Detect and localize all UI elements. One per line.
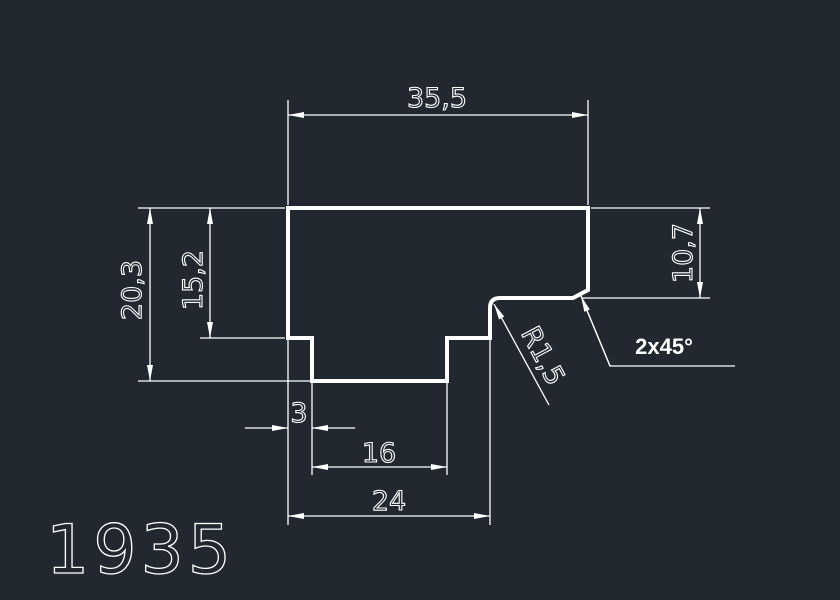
dim-radius: R1,5	[493, 303, 571, 406]
dim-step-width: 3	[245, 397, 355, 431]
dim-text: 10,7	[668, 223, 699, 283]
dim-text: 2x45°	[635, 334, 693, 359]
dim-text: 35,5	[407, 83, 467, 114]
dim-left-height: 15,2	[177, 208, 285, 339]
part-number: 1935	[46, 511, 235, 590]
dim-text: 3	[290, 398, 307, 429]
dim-text: 15,2	[178, 250, 209, 310]
dim-text: 20,3	[117, 260, 148, 320]
dim-text: 16	[362, 438, 396, 469]
dim-text: 24	[372, 486, 406, 517]
dim-overall-height: 20,3	[116, 207, 310, 382]
profile-outline	[286, 206, 590, 383]
dim-chamfer: 2x45°	[580, 295, 735, 367]
dim-overall-width: 35,5	[287, 82, 589, 205]
dim-right-height: 10,7	[582, 207, 710, 299]
dim-bottom-width: 16	[312, 437, 447, 470]
dim-lower-width: 24	[288, 485, 490, 519]
